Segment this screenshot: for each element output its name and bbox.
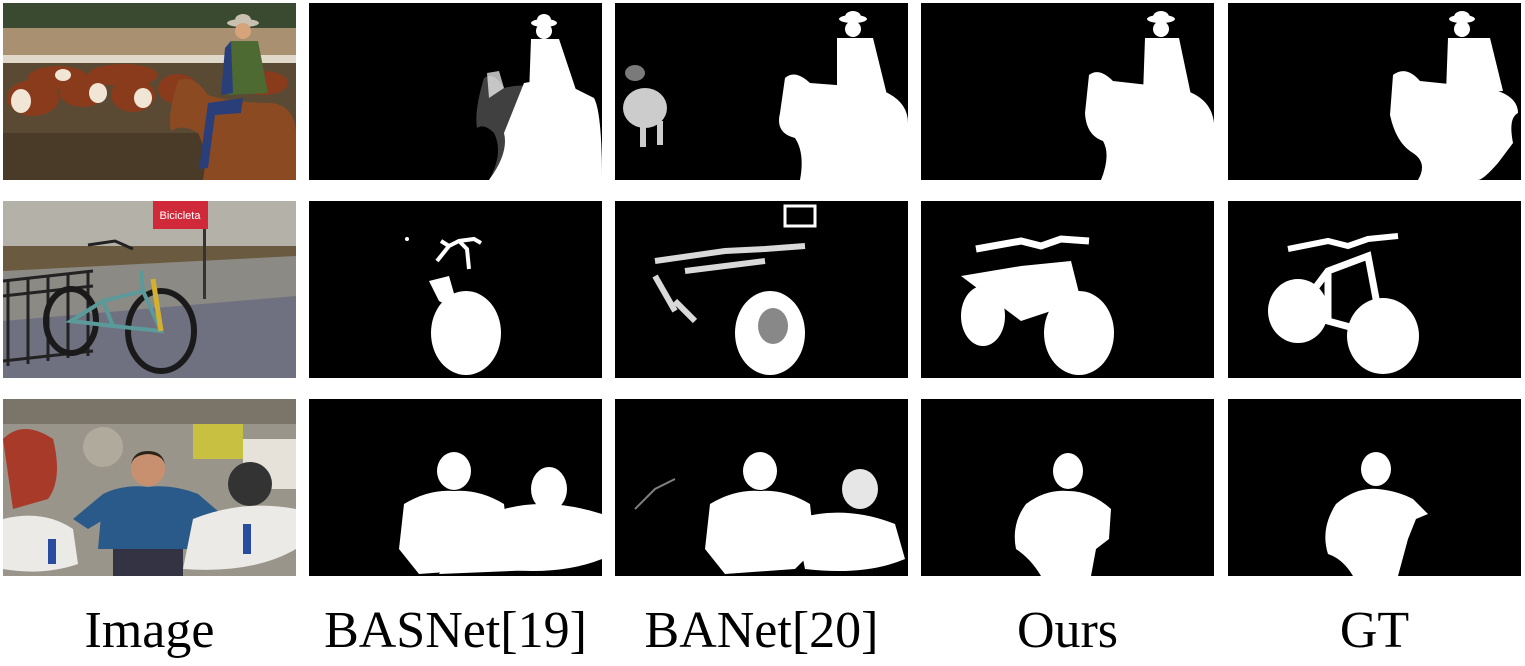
photo-bicycle: Bicicleta <box>3 201 296 378</box>
mask-ours-astronaut <box>921 399 1214 576</box>
photo-cowboy <box>3 3 296 180</box>
mask-ours-bicycle <box>921 201 1214 378</box>
photo-astronaut <box>3 399 296 576</box>
column-label-banet: BANet[20] <box>644 602 879 659</box>
mask-gt-bicycle <box>1228 201 1521 378</box>
mask-basnet-astronaut <box>309 399 602 576</box>
mask-gt-astronaut <box>1228 399 1521 576</box>
mask-ours-cowboy <box>921 3 1214 180</box>
mask-gt-cowboy <box>1228 3 1521 180</box>
sign-text: Bicicleta <box>160 210 202 222</box>
mask-basnet-cowboy <box>309 3 602 180</box>
column-label-image: Image <box>84 602 215 659</box>
mask-banet-bicycle <box>615 201 908 378</box>
mask-banet-astronaut <box>615 399 908 576</box>
column-label-ours: Ours <box>1016 602 1119 659</box>
mask-banet-cowboy <box>615 3 908 180</box>
column-label-gt: GT <box>1339 602 1410 659</box>
mask-basnet-bicycle <box>309 201 602 378</box>
column-label-basnet: BASNet[19] <box>324 602 587 659</box>
